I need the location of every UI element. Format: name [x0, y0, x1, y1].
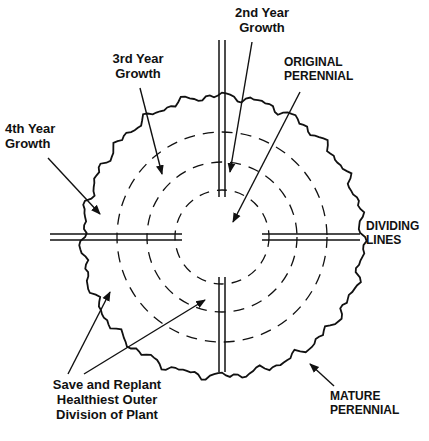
mature-outline [79, 93, 366, 380]
growth-label: 4th Year Growth [5, 122, 75, 152]
original-ring [175, 190, 269, 284]
part-label: MATURE PERENNIAL [330, 390, 422, 418]
divider-line [262, 239, 360, 241]
divider-line [224, 277, 226, 372]
part-label: ORIGINAL PERENNIAL [284, 56, 376, 84]
instruction-note: Save and Replant Healthiest Outer Divisi… [46, 378, 168, 423]
divider-line [50, 239, 182, 241]
leader-arrow [84, 300, 205, 374]
growth-rings [117, 132, 327, 342]
second-year-ring [147, 162, 297, 312]
leader-arrow [48, 158, 100, 214]
leader-arrow [233, 92, 300, 222]
leader-arrow [310, 364, 334, 386]
leader-arrow [140, 88, 162, 174]
dividing-lines [50, 40, 360, 372]
divider-line [224, 40, 226, 197]
growth-label: 3rd Year Growth [100, 52, 176, 82]
leader-lines [48, 42, 334, 386]
part-label: DIVIDING LINES [366, 220, 426, 248]
divider-line [218, 40, 220, 197]
leader-arrow [230, 42, 252, 172]
third-year-ring [117, 132, 327, 342]
growth-label: 2nd Year Growth [224, 6, 300, 36]
divider-line [50, 233, 182, 235]
divider-line [262, 233, 360, 235]
divider-line [218, 277, 220, 372]
